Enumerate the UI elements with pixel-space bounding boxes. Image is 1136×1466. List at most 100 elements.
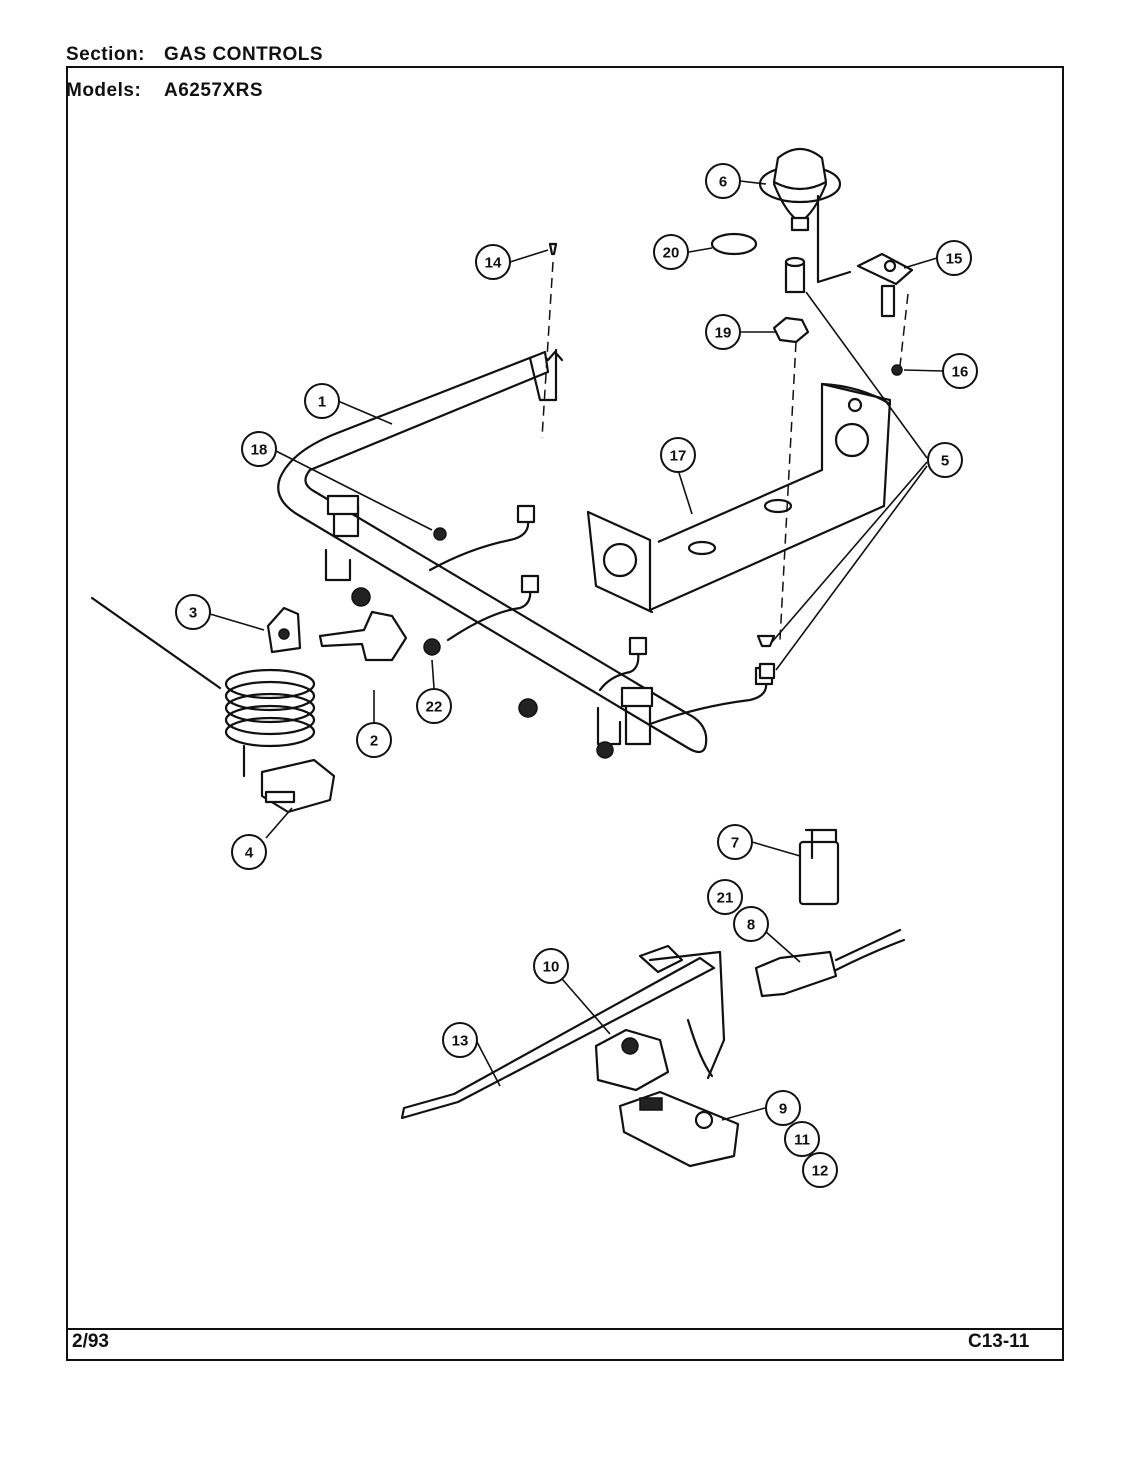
callout-4: 4 [231, 834, 267, 870]
callout-circle [733, 906, 769, 942]
igniter-bracket [856, 252, 914, 318]
callout-circle [942, 353, 978, 389]
callout-12: 12 [802, 1152, 838, 1188]
callout-circle [936, 240, 972, 276]
regulator [594, 1028, 670, 1092]
callout-9: 9 [765, 1090, 801, 1126]
callout-5: 5 [927, 442, 963, 478]
callout-circle [356, 722, 392, 758]
callout-circle [927, 442, 963, 478]
assembly-line-19 [779, 341, 797, 641]
callout-8: 8 [733, 906, 769, 942]
callout-circle [442, 1022, 478, 1058]
diagram-frame [66, 66, 1064, 1361]
footer-divider [66, 1328, 1064, 1330]
callout-circle [241, 431, 277, 467]
leader-lines [209, 180, 944, 1121]
callout-7: 7 [717, 824, 753, 860]
callout-number: 2 [370, 733, 378, 750]
callout-number: 6 [719, 174, 727, 191]
callout-circle [533, 948, 569, 984]
callout-circle [304, 383, 340, 419]
callout-number: 20 [663, 245, 680, 262]
ignition-bar [400, 944, 726, 1120]
callout-number: 16 [952, 364, 969, 381]
orifice-spud [756, 256, 806, 680]
valve-parts [266, 606, 408, 662]
manifold-pipe [277, 348, 708, 759]
section-label: Section: [66, 44, 145, 65]
callout-circle [802, 1152, 838, 1188]
callout-circle [416, 688, 452, 724]
callout-circle [784, 1121, 820, 1157]
callout-number: 11 [794, 1132, 810, 1149]
models-header: Models: A6257XRS [66, 80, 263, 102]
screw-top [548, 242, 558, 256]
switch-module [798, 828, 840, 906]
callout-15: 15 [936, 240, 972, 276]
callout-number: 7 [731, 835, 739, 852]
callout-circle [707, 879, 743, 915]
callout-3: 3 [175, 594, 211, 630]
thermostat [90, 596, 336, 814]
callout-circle [231, 834, 267, 870]
footer-date: 2/93 [72, 1331, 109, 1352]
callout-16: 16 [942, 353, 978, 389]
callout-number: 3 [189, 605, 197, 622]
callout-circle [705, 163, 741, 199]
callout-circle [475, 244, 511, 280]
callout-6: 6 [705, 163, 741, 199]
burner-head [758, 147, 852, 284]
callout-number: 12 [812, 1163, 829, 1180]
footer-code: C13-11 [968, 1331, 1030, 1352]
callout-number: 13 [452, 1033, 469, 1050]
assembly-line-16 [899, 293, 909, 367]
hex-nut [772, 316, 810, 344]
manifold-screw [433, 527, 447, 541]
callout-22: 22 [416, 688, 452, 724]
models-value: A6257XRS [164, 80, 264, 101]
callout-number: 10 [543, 959, 560, 976]
callout-20: 20 [653, 234, 689, 270]
callout-14: 14 [475, 244, 511, 280]
section-value: GAS CONTROLS [164, 44, 324, 65]
callout-number: 14 [485, 255, 502, 272]
screw-igniter [891, 364, 903, 376]
callout-circle [705, 314, 741, 350]
callout-10: 10 [533, 948, 569, 984]
callout-circle [765, 1090, 801, 1126]
callout-18: 18 [241, 431, 277, 467]
callout-17: 17 [660, 437, 696, 473]
callout-number: 22 [426, 699, 443, 716]
callout-21: 21 [707, 879, 743, 915]
section-header: Section: GAS CONTROLS [66, 44, 323, 66]
burner-bracket [586, 382, 892, 614]
callout-number: 9 [779, 1101, 787, 1118]
o-ring [710, 232, 758, 256]
models-label: Models: [66, 80, 142, 101]
callout-number: 15 [946, 251, 963, 268]
callout-circle [717, 824, 753, 860]
callout-19: 19 [705, 314, 741, 350]
callout-13: 13 [442, 1022, 478, 1058]
callout-1: 1 [304, 383, 340, 419]
callout-number: 8 [747, 917, 755, 934]
callout-number: 18 [251, 442, 268, 459]
callout-number: 17 [670, 448, 687, 465]
callout-circle [175, 594, 211, 630]
callout-number: 19 [715, 325, 732, 342]
callout-11: 11 [784, 1121, 820, 1157]
wire-connector [754, 928, 906, 998]
callout-circle [653, 234, 689, 270]
callout-2: 2 [356, 722, 392, 758]
callout-number: 5 [941, 453, 949, 470]
assembly-line-14 [541, 261, 554, 439]
branch-tubes [423, 504, 774, 726]
callout-number: 1 [318, 394, 326, 411]
callout-number: 21 [717, 890, 734, 907]
callout-number: 4 [245, 845, 254, 862]
callout-circle [660, 437, 696, 473]
switch-plate [618, 1090, 740, 1168]
